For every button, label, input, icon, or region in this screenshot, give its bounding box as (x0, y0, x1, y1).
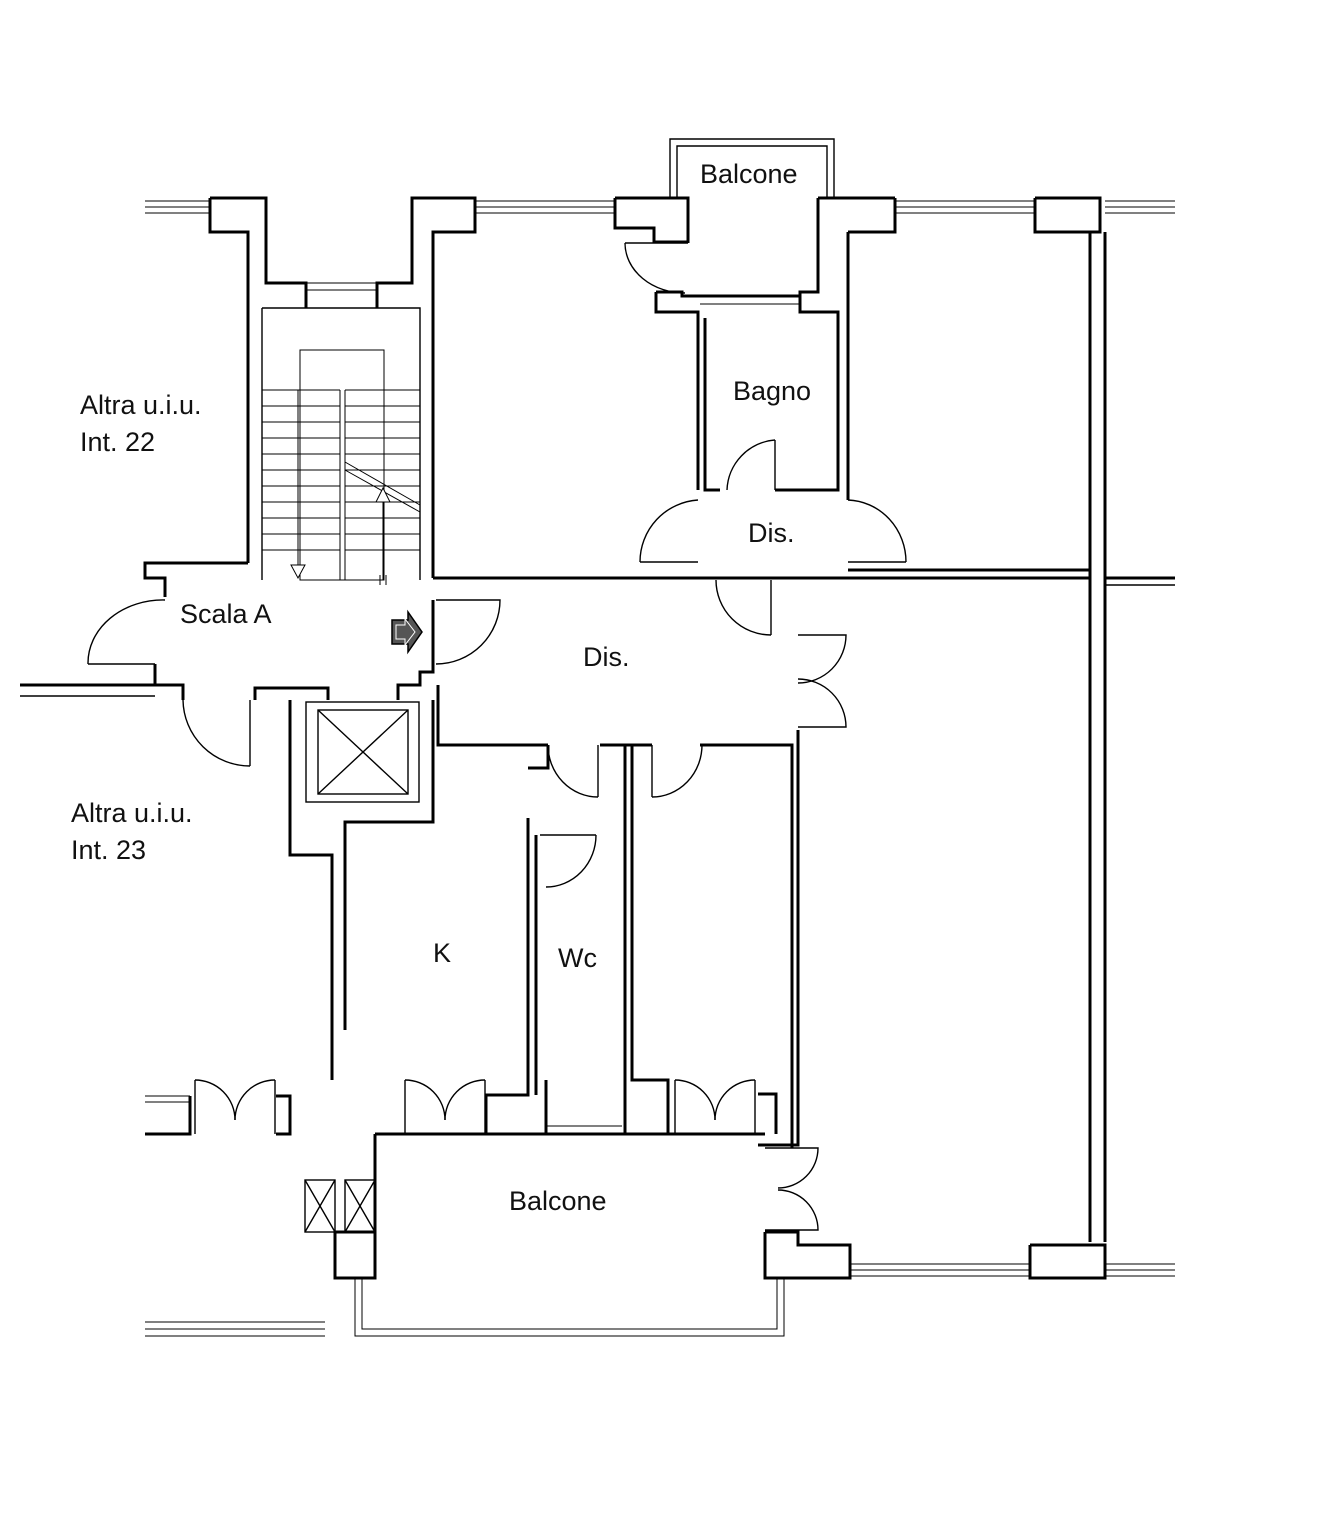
label-bagno: Bagno (733, 376, 811, 406)
label-kitchen: K (433, 938, 451, 968)
lower-facade (145, 282, 1175, 1337)
room-labels: Balcone Bagno Dis. Dis. Scala A K Wc Bal… (71, 159, 811, 1216)
label-wc: Wc (558, 943, 597, 973)
label-int23-line1: Altra u.i.u. (71, 798, 193, 828)
label-int23-line2: Int. 23 (71, 835, 146, 865)
facade-windows-top (145, 200, 1175, 214)
label-dis-upper: Dis. (748, 518, 795, 548)
main-walls (20, 196, 1175, 1280)
label-scala: Scala A (180, 599, 272, 629)
label-balcone-top: Balcone (700, 159, 798, 189)
label-int22-line1: Altra u.i.u. (80, 390, 202, 420)
staircase (262, 349, 421, 585)
label-int22-line2: Int. 22 (80, 427, 155, 457)
door-swings (87, 242, 907, 1231)
label-dis-main: Dis. (583, 642, 630, 672)
label-balcone-bottom: Balcone (509, 1186, 607, 1216)
entrance-arrow-icon (391, 609, 423, 655)
top-balcony (615, 138, 835, 243)
